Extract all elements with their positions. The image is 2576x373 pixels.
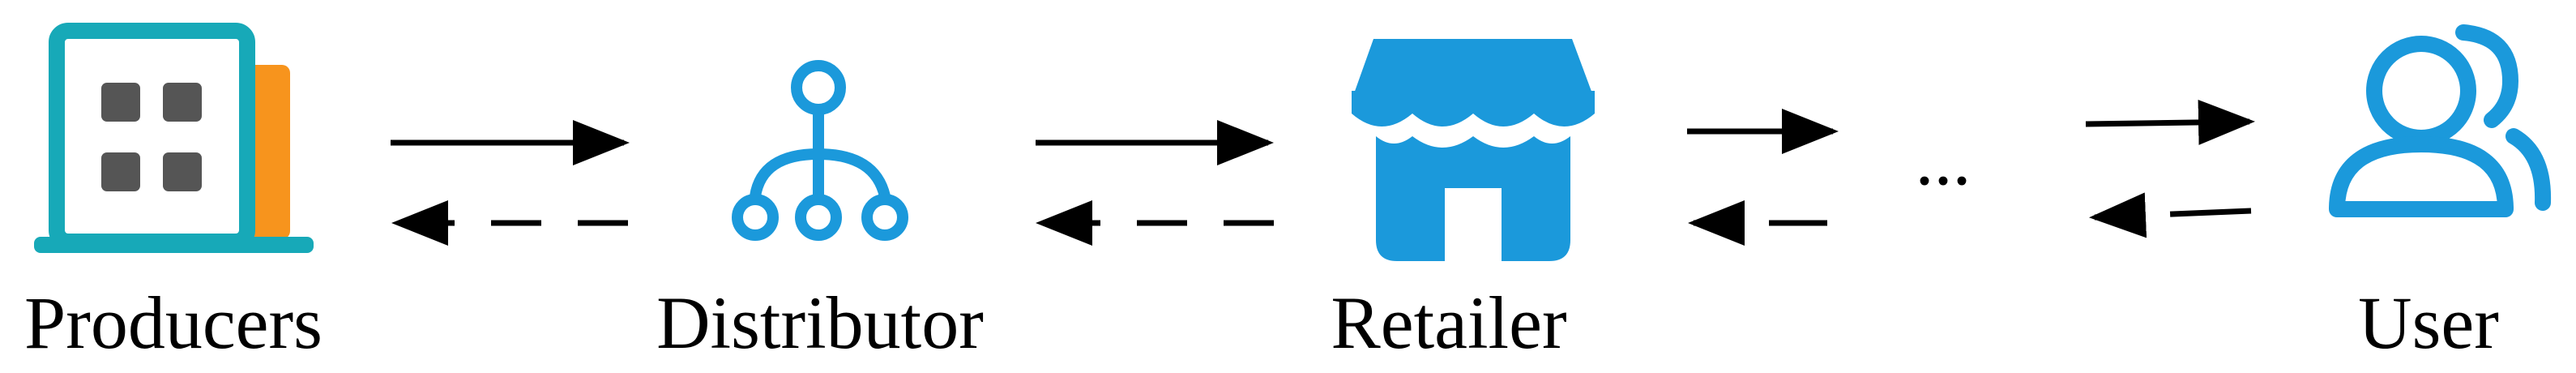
label-retailer: Retailer [1331, 281, 1567, 364]
distribution-network-icon [732, 60, 908, 241]
ellipsis-continuation: ... [1915, 118, 1972, 200]
arrow-forward-previous-user [2085, 99, 2255, 145]
users-icon [2329, 24, 2552, 217]
factory-building-icon [34, 23, 314, 253]
label-producers: Producers [24, 281, 323, 364]
label-distributor: Distributor [656, 281, 984, 364]
arrow-backward-user-previous [2089, 192, 2252, 238]
storefront-icon [1352, 39, 1595, 261]
label-user: User [2358, 281, 2499, 364]
